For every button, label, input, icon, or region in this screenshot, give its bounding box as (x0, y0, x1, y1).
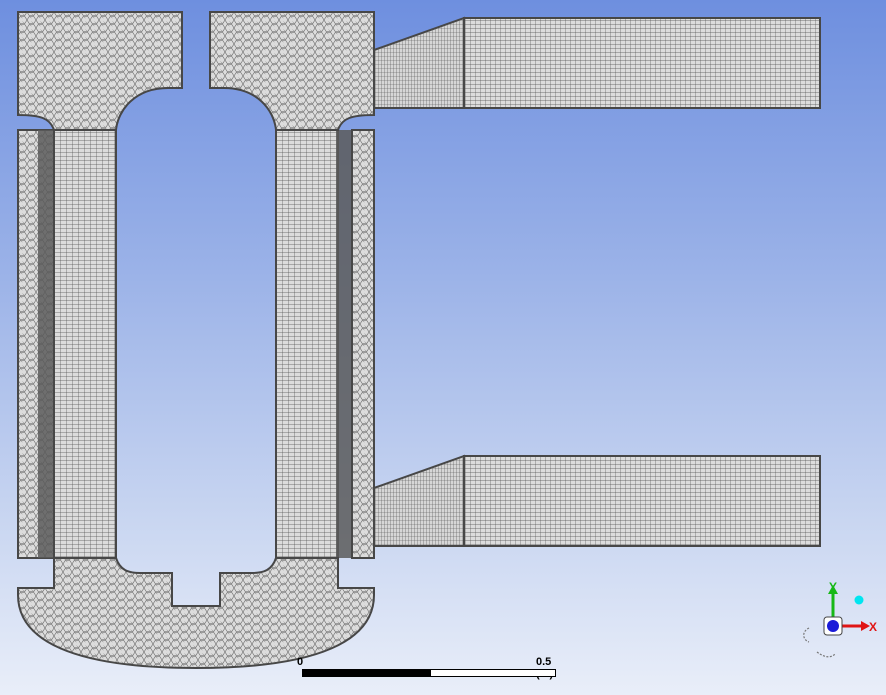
scale-bar-black-segment (302, 669, 432, 677)
z-axis-icon (827, 620, 839, 632)
top-pipe-mesh (373, 16, 821, 109)
bottom-pipe-mesh (373, 454, 821, 547)
rotate-left-icon[interactable] (803, 627, 810, 643)
axis-triad[interactable]: Y X (795, 580, 885, 665)
top-right-block-mesh (209, 11, 375, 131)
top-left-block-mesh (17, 11, 183, 131)
x-axis-arrow-icon (861, 621, 870, 631)
isometric-view-icon[interactable] (854, 595, 864, 605)
scale-bar-white-segment (430, 669, 556, 677)
left-column-mesh (17, 129, 117, 559)
scale-bar: 0 0.5 (m) (297, 656, 560, 680)
right-column-mesh (275, 129, 375, 559)
y-axis-arrow-icon (828, 585, 838, 594)
scale-bar-start-label: 0 (297, 656, 304, 668)
y-axis-label: Y (829, 580, 837, 594)
rotate-right-icon[interactable] (816, 651, 836, 658)
x-axis-label: X (869, 620, 877, 634)
bottom-bowl-mesh (17, 557, 375, 670)
